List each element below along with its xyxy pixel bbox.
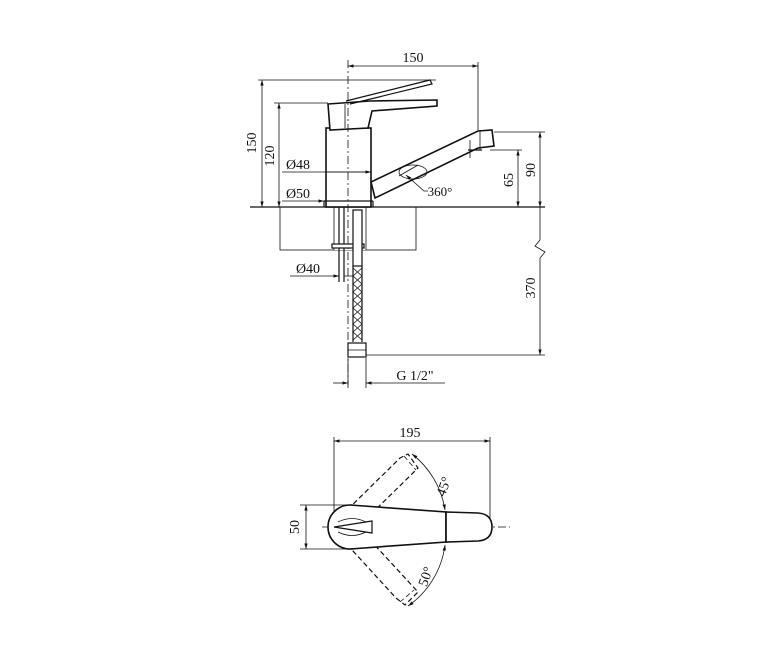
dim-dia-shank: Ø40 <box>290 262 353 278</box>
svg-text:50°: 50° <box>416 565 437 589</box>
svg-text:65: 65 <box>502 173 517 187</box>
svg-text:120: 120 <box>263 146 278 167</box>
dim-width-top: 150 <box>348 51 479 130</box>
dim-hose-length: 370 <box>366 207 546 356</box>
dim-width: 50 <box>288 504 350 550</box>
handle-rotated-down <box>341 528 419 606</box>
svg-text:Ø48: Ø48 <box>286 158 310 173</box>
mixer-handle <box>327 79 438 131</box>
mixer-spout <box>370 129 495 200</box>
handle-top-main <box>327 504 493 550</box>
svg-text:150: 150 <box>245 133 260 154</box>
svg-text:90: 90 <box>524 163 539 177</box>
dim-angle-down: 50° <box>407 544 446 607</box>
dim-spout-height: 65 <box>490 149 522 207</box>
dim-dia-body: Ø48 <box>282 158 371 174</box>
svg-text:150: 150 <box>403 51 424 66</box>
svg-text:G 1/2": G 1/2" <box>396 369 433 384</box>
mounting-hoses <box>331 207 367 358</box>
dim-spout-top: 90 <box>494 131 545 207</box>
dim-thread: G 1/2" <box>333 358 445 388</box>
handle-rotated-up <box>341 453 419 526</box>
dim-length: 195 <box>333 426 491 520</box>
svg-text:370: 370 <box>524 278 539 299</box>
dim-height-overall: 150 <box>245 79 436 207</box>
svg-text:360°: 360° <box>428 184 453 199</box>
mixer-body <box>323 127 374 208</box>
dim-swivel: 360° <box>405 174 453 199</box>
svg-text:Ø40: Ø40 <box>296 262 320 277</box>
svg-text:45°: 45° <box>434 475 455 499</box>
dim-height-body: 120 <box>263 102 328 207</box>
countertop-section <box>250 206 545 251</box>
dim-dia-base: Ø50 <box>282 187 324 203</box>
svg-text:195: 195 <box>400 426 421 441</box>
front-view: 150 150 120 Ø48 Ø50 Ø40 <box>245 51 546 388</box>
svg-text:50: 50 <box>288 520 303 534</box>
svg-text:Ø50: Ø50 <box>286 187 310 202</box>
dim-angle-up: 45° <box>411 453 455 511</box>
top-view: 195 50 45° 50° <box>288 426 510 607</box>
